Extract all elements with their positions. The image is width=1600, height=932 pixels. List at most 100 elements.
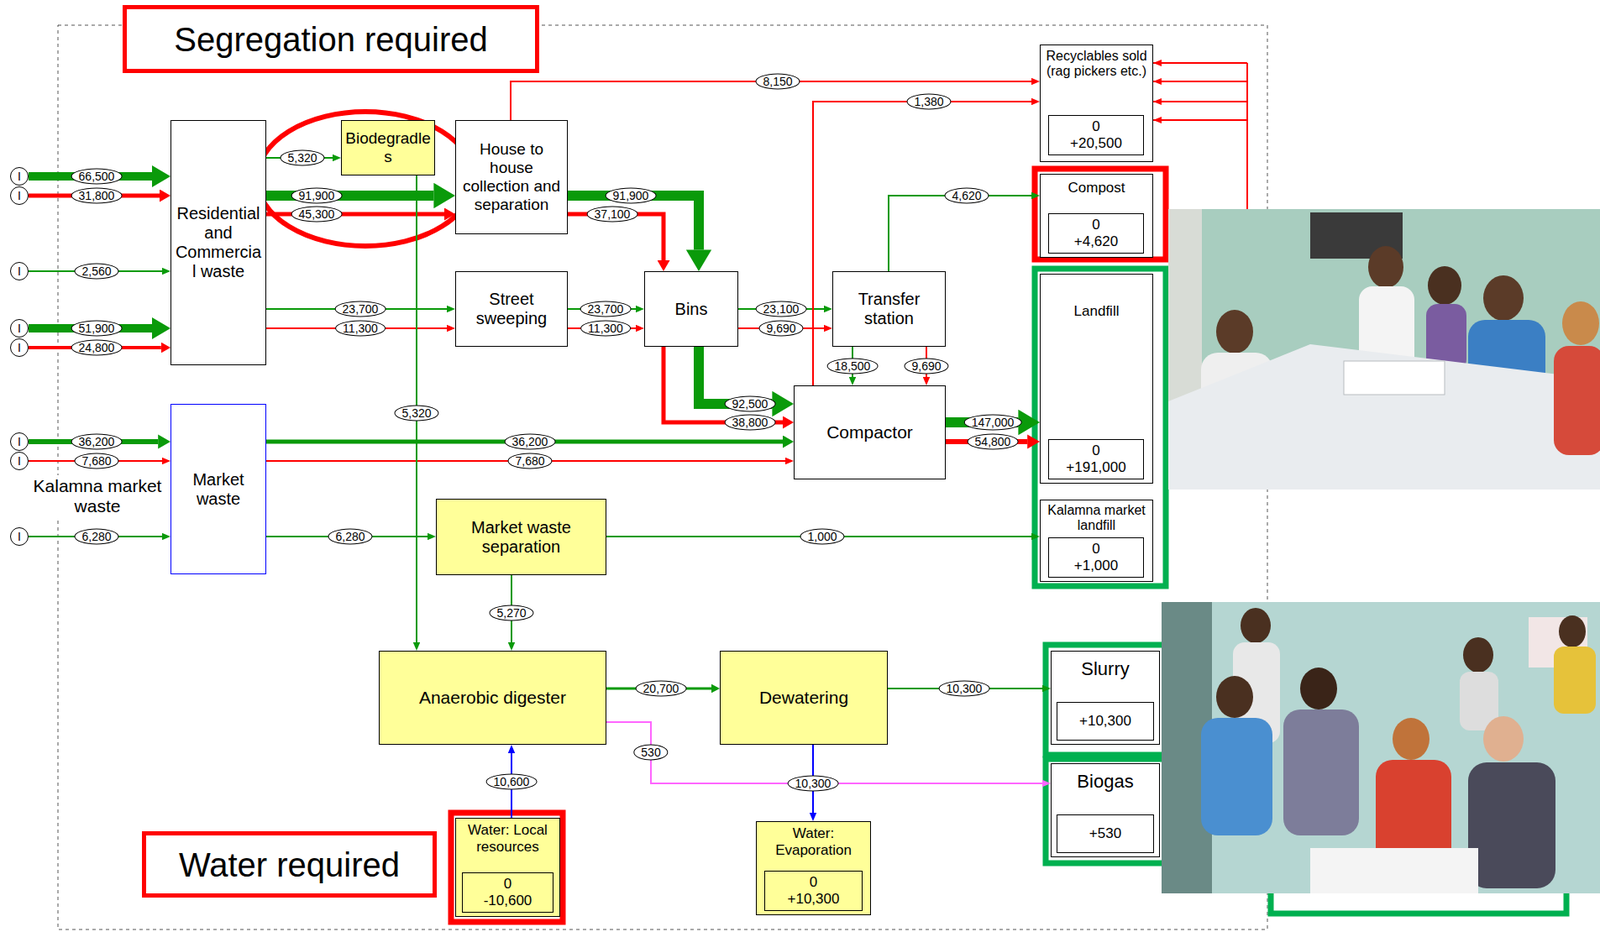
flow-value: 6,280 bbox=[327, 529, 373, 546]
flow-value: 24,800 bbox=[71, 340, 123, 357]
flow-value: 9,690 bbox=[903, 358, 949, 375]
node-text: I bbox=[10, 338, 29, 357]
photo-person bbox=[1468, 762, 1556, 889]
flow-value: 7,680 bbox=[73, 453, 119, 470]
photo-person bbox=[1463, 637, 1494, 673]
flow-value: 54,800 bbox=[967, 434, 1019, 451]
photo-person bbox=[1216, 309, 1254, 354]
node-text: I bbox=[10, 262, 29, 281]
node-text: I bbox=[10, 167, 29, 186]
input-circle: I bbox=[10, 319, 29, 338]
process-box: Market waste bbox=[170, 403, 267, 575]
flow-arrow bbox=[567, 195, 699, 250]
process-box: Water: Local resources 0-10,600 bbox=[455, 818, 561, 918]
photo-person bbox=[1283, 709, 1359, 836]
process-box: Bins bbox=[644, 271, 739, 347]
flow-value: 66,500 bbox=[71, 168, 123, 185]
meeting-photo bbox=[1168, 209, 1600, 490]
flow-value: 6,280 bbox=[73, 529, 119, 546]
node-text: I bbox=[10, 319, 29, 338]
free-label: Kalamna market waste bbox=[23, 475, 172, 518]
input-circle-outline bbox=[10, 167, 29, 186]
highlight-box bbox=[1045, 759, 1165, 864]
node-text: I bbox=[10, 451, 29, 471]
process-box: Landfill0+191,000 bbox=[1039, 273, 1154, 484]
input-circle-outline bbox=[10, 433, 29, 452]
node-text: Compactor bbox=[797, 422, 942, 443]
node-text: I bbox=[10, 527, 29, 546]
node-text: +530 bbox=[1059, 825, 1152, 843]
process-box: Water: Evaporation 0+10,300 bbox=[755, 821, 871, 916]
flow-value: 10,600 bbox=[486, 774, 538, 791]
flow-value: 7,680 bbox=[507, 453, 552, 470]
flow-value: 5,270 bbox=[488, 605, 534, 622]
stock-box: +10,300 bbox=[1056, 702, 1155, 741]
meeting-photo bbox=[1161, 602, 1600, 894]
photo-person bbox=[1483, 716, 1524, 762]
flow-value: 23,700 bbox=[580, 301, 632, 318]
photo-person bbox=[1201, 718, 1273, 836]
node-text: Landfill bbox=[1043, 303, 1149, 320]
node-text: Water: Local resources bbox=[459, 822, 557, 856]
node-text: Biogas bbox=[1054, 771, 1156, 793]
process-box: Recyclables sold (rag pickers etc.)0+20,… bbox=[1039, 44, 1154, 163]
callout-box: Water required bbox=[141, 831, 437, 898]
flow-value: 8,150 bbox=[755, 73, 800, 90]
flow-value: 20,700 bbox=[635, 681, 688, 698]
stock-box: 0+1,000 bbox=[1048, 537, 1144, 578]
flow-value: 5,320 bbox=[393, 405, 439, 422]
photo-table bbox=[1310, 848, 1479, 894]
input-circle: I bbox=[10, 432, 29, 452]
recyclable-feed-line bbox=[1153, 119, 1248, 121]
node-text: Water: Evaporation bbox=[760, 825, 867, 859]
flow-value: 92,500 bbox=[724, 396, 777, 413]
stock-box: 0+10,300 bbox=[764, 870, 863, 912]
photo-wall bbox=[1161, 602, 1600, 894]
input-circle: I bbox=[10, 527, 29, 546]
highlight-box bbox=[451, 813, 563, 923]
flow-value: 36,200 bbox=[504, 434, 557, 451]
node-text: +10,300 bbox=[766, 891, 861, 908]
photo-person bbox=[1562, 301, 1600, 346]
flow-value: 11,300 bbox=[580, 320, 631, 337]
photo-person bbox=[1216, 676, 1254, 719]
flow-arrow bbox=[888, 195, 1032, 272]
node-text: Dewatering bbox=[723, 687, 884, 709]
photo-person bbox=[1553, 346, 1600, 456]
recyclable-feed-line bbox=[1153, 100, 1248, 103]
input-circle-outline bbox=[10, 187, 29, 205]
node-text: 0 bbox=[766, 874, 861, 892]
process-box: Street sweeping bbox=[455, 271, 568, 347]
process-box: Anaerobic digester bbox=[378, 650, 607, 745]
process-box: Residential and Commercial waste bbox=[170, 120, 267, 366]
node-text: +4,620 bbox=[1050, 233, 1142, 251]
photo-person bbox=[1240, 608, 1271, 644]
photo-person bbox=[1392, 718, 1430, 761]
input-circle: I bbox=[10, 338, 29, 357]
process-box: Transfer station bbox=[832, 271, 946, 347]
photo-person bbox=[1368, 246, 1404, 289]
photo-wall bbox=[1168, 209, 1600, 490]
node-text: +191,000 bbox=[1050, 459, 1142, 477]
node-text: Kalamna market landfill bbox=[1043, 503, 1149, 535]
input-circle-outline bbox=[10, 339, 29, 357]
flow-value: 18,500 bbox=[827, 358, 879, 375]
node-text: Water required bbox=[152, 846, 426, 884]
node-text: 0 bbox=[1050, 216, 1142, 234]
flow-value: 2,560 bbox=[73, 263, 119, 280]
node-text: Anaerobic digester bbox=[382, 687, 603, 709]
recyclable-feed-line bbox=[1153, 62, 1248, 64]
flow-value: 10,300 bbox=[939, 681, 991, 698]
flow-value: 91,900 bbox=[605, 188, 657, 205]
node-text: +20,500 bbox=[1050, 135, 1142, 153]
flow-value: 9,690 bbox=[758, 320, 803, 337]
flow-value: 5,320 bbox=[279, 150, 325, 167]
input-circle-outline bbox=[10, 452, 29, 471]
stock-box: 0-10,600 bbox=[461, 872, 554, 913]
node-text: Compost bbox=[1043, 179, 1149, 197]
photo-person bbox=[1427, 266, 1462, 305]
process-box: House to house collection and separation bbox=[455, 120, 568, 235]
flow-value: 147,000 bbox=[964, 414, 1023, 431]
node-text: Recyclables sold (rag pickers etc.) bbox=[1043, 48, 1149, 80]
